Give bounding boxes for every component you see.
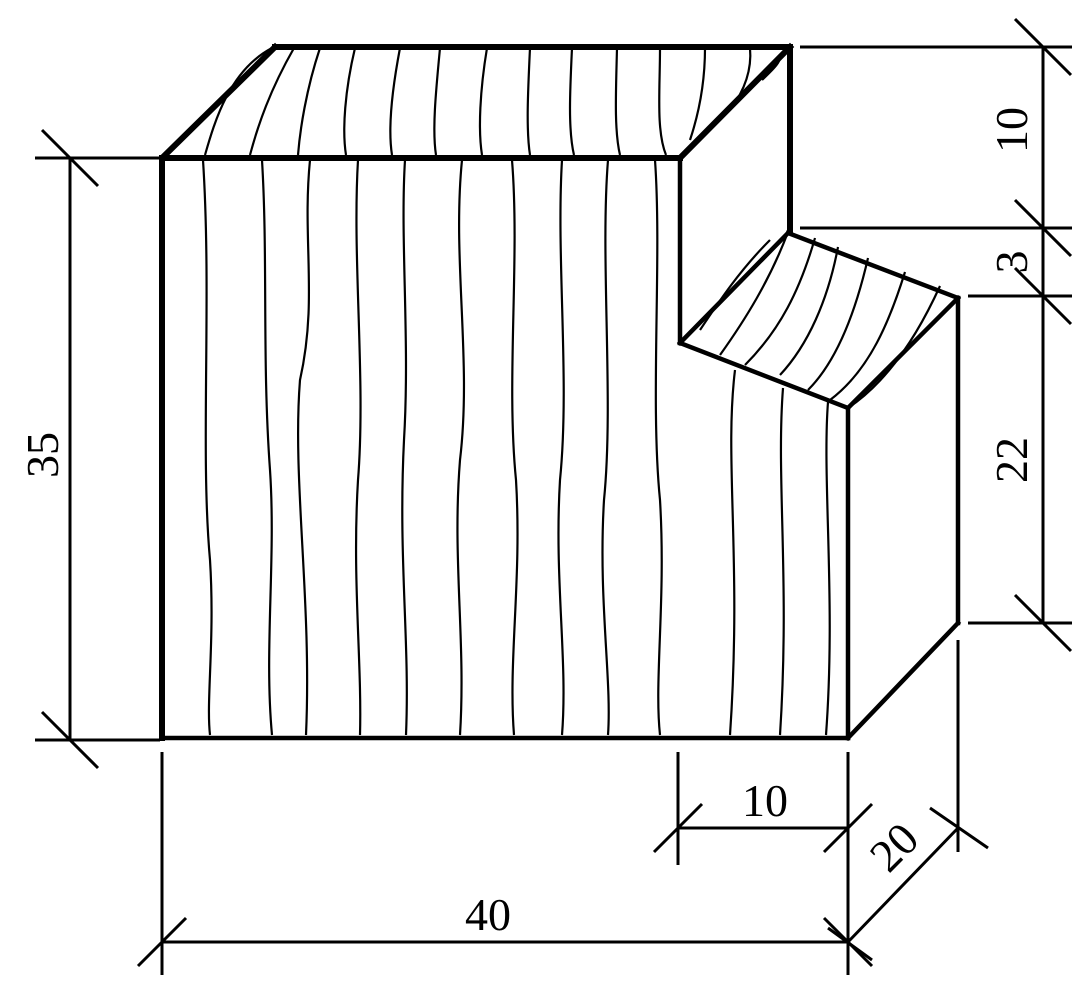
ledge-grain [699, 231, 942, 409]
dim-lower-height-label: 22 [986, 437, 1037, 483]
dim-total-width-label: 40 [465, 889, 511, 940]
front-face-grain [201, 159, 831, 736]
block-outline [157, 42, 962, 742]
dim-total-height-label: 35 [17, 432, 68, 478]
top-face-grain [203, 47, 782, 156]
dim-top-step-label: 10 [986, 107, 1037, 153]
dim-notch-gap-label: 3 [986, 251, 1037, 274]
dim-notch-width-label: 10 [742, 775, 788, 826]
dimension-lines [35, 17, 1073, 975]
